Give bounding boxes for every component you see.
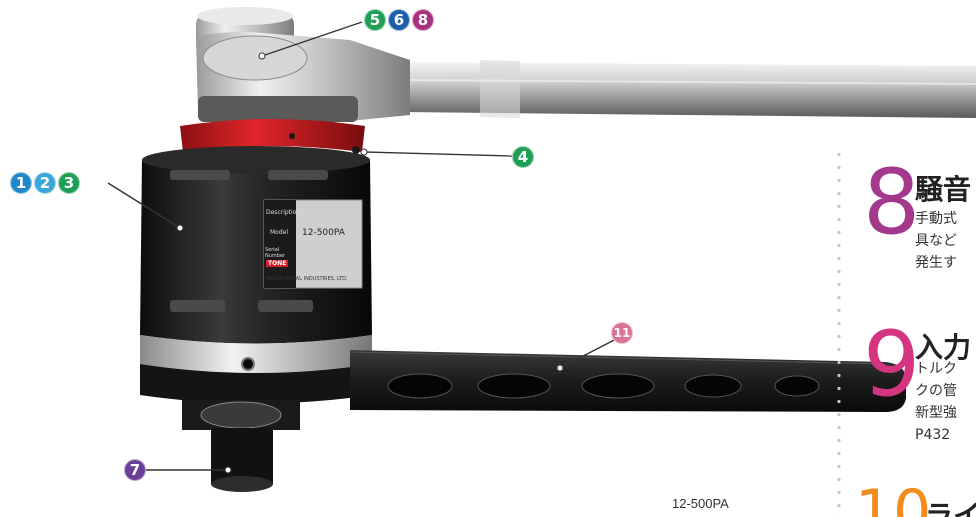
callout-badge-8: 8	[412, 9, 434, 31]
callout-badge-2: 2	[34, 172, 56, 194]
feature-number: 10	[855, 486, 931, 517]
nameplate-label-description: Description	[266, 209, 301, 216]
callout-badge-6: 6	[388, 9, 410, 31]
nameplate-label-serial: Serial Number	[265, 247, 286, 259]
feature-line: クの管	[915, 383, 957, 399]
callout-badge-5: 5	[364, 9, 386, 31]
feature-number: 8	[863, 150, 921, 255]
callout-badge-3: 3	[58, 172, 80, 194]
feature-9: 9 入力 トルク クの管 新型強 P432	[855, 312, 976, 482]
callout-badge-11: 11	[611, 322, 633, 344]
callout-badge-7: 7	[124, 459, 146, 481]
feature-body: トルク クの管 新型強 P432	[915, 358, 957, 446]
nameplate-model-value: 12-500PA	[302, 228, 345, 238]
feature-title: ライ	[925, 499, 976, 517]
feature-title: 騒音	[915, 173, 972, 206]
model-caption: 12-500PA	[672, 496, 729, 511]
feature-8: 8 騒音 手動式 具など 発生す	[855, 150, 976, 300]
dotted-divider	[836, 148, 842, 517]
feature-line: トルク	[915, 361, 957, 377]
feature-10: 10 ライ	[855, 486, 976, 517]
callout-badge-4: 4	[512, 146, 534, 168]
feature-line: 新型強	[915, 405, 957, 421]
feature-title: 入力	[915, 331, 972, 364]
callout-badge-1: 1	[10, 172, 32, 194]
nameplate-maker: MAEDA METAL INDUSTRIES, LTD.	[266, 276, 348, 282]
feature-line: 具など	[915, 233, 957, 249]
feature-line: 手動式	[915, 211, 957, 227]
feature-line: P432	[915, 427, 951, 443]
nameplate-brand: TONE	[266, 260, 289, 267]
feature-line: 発生す	[915, 255, 957, 271]
nameplate-label-model: Model	[270, 229, 289, 236]
feature-body: 手動式 具など 発生す	[915, 208, 957, 274]
feature-number: 9	[863, 312, 921, 417]
nameplate: Description Model Serial Number TONE 12-…	[264, 200, 362, 288]
